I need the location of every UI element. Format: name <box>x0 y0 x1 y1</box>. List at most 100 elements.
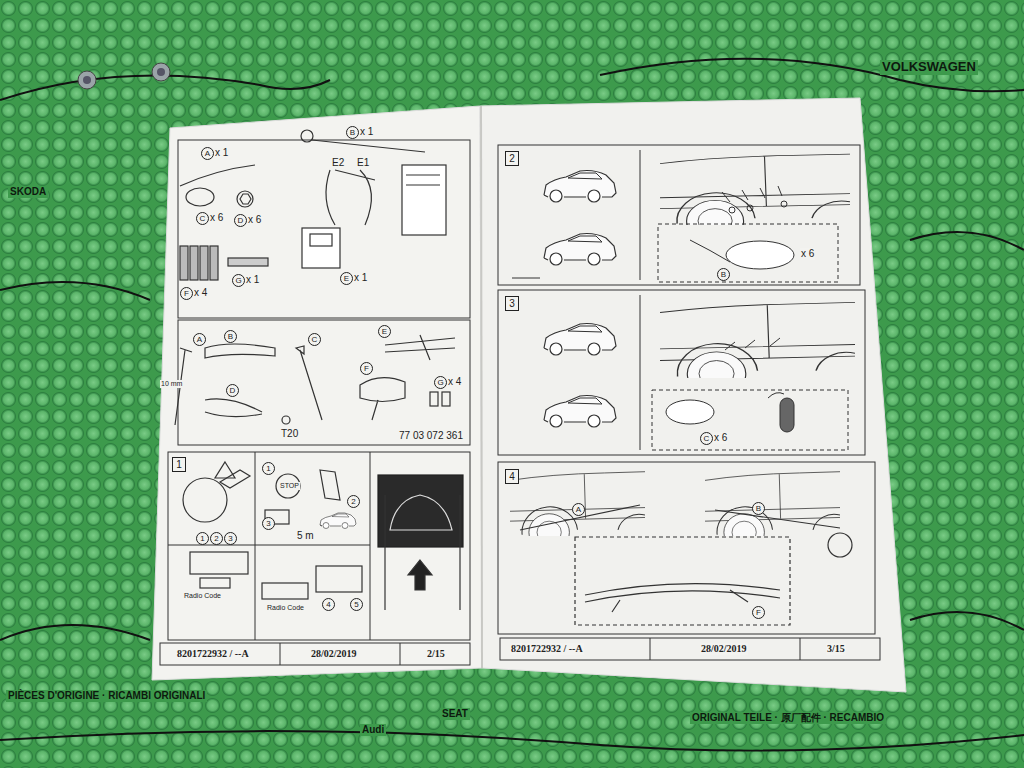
line-art <box>312 140 425 152</box>
paper-sheet <box>152 98 906 692</box>
line-art <box>910 612 1024 630</box>
line-art <box>262 583 308 599</box>
line-art <box>910 232 1024 250</box>
line-art <box>78 71 96 89</box>
line-art <box>320 470 340 500</box>
line-art <box>828 533 852 557</box>
callout-letter: C <box>308 333 321 346</box>
callout-letter: F <box>752 606 765 619</box>
line-art <box>498 290 865 455</box>
callout-letter: B <box>224 330 237 343</box>
part-number: 77 03 072 361 <box>398 430 464 442</box>
line-art <box>320 513 356 529</box>
callout-letter: F <box>360 362 373 375</box>
watermark: ORIGINAL TEILE · 原厂配件 · RECAMBIO <box>690 712 886 724</box>
line-art <box>152 63 170 81</box>
callout-letter: A <box>572 503 585 516</box>
line-art <box>180 246 188 280</box>
line-art <box>715 510 840 528</box>
line-art <box>768 393 784 398</box>
line-art <box>666 400 714 424</box>
line-art <box>781 201 787 207</box>
line-art <box>481 106 482 668</box>
line-art <box>160 643 470 665</box>
kit-parts <box>180 130 446 280</box>
line-art <box>575 537 790 625</box>
line-art <box>658 224 838 282</box>
loose-nuts <box>78 63 170 89</box>
step-number: 4 <box>505 469 519 484</box>
callout-number: 1 <box>196 532 209 545</box>
line-art <box>498 145 860 285</box>
callout-number: 3 <box>224 532 237 545</box>
line-art <box>500 638 880 660</box>
line-art <box>459 495 460 610</box>
step-4-art <box>510 472 852 625</box>
line-art <box>228 258 268 266</box>
quantity: x 1 <box>353 272 368 284</box>
line-art <box>729 207 735 213</box>
radio-code-note: Radio Code <box>183 592 222 600</box>
line-art <box>640 150 641 280</box>
line-art <box>384 495 385 610</box>
connector-name: E1 <box>356 157 370 169</box>
callout-number: 3 <box>262 517 275 530</box>
line-art <box>800 638 801 660</box>
line-art <box>385 335 455 360</box>
radio-code-note: Radio Code <box>266 604 305 612</box>
line-art <box>780 398 794 432</box>
step-1-art <box>183 462 463 610</box>
line-art <box>544 234 616 266</box>
callout-letter: A <box>193 333 206 346</box>
line-art <box>301 130 313 142</box>
line-art <box>183 478 227 522</box>
quantity: x 1 <box>245 274 260 286</box>
line-art <box>360 378 405 420</box>
callout-letter: G <box>434 376 447 389</box>
callout-number: 2 <box>347 495 360 508</box>
line-art <box>408 560 432 590</box>
line-art <box>178 140 470 318</box>
callout-number: 4 <box>322 598 335 611</box>
line-art <box>178 320 470 445</box>
line-art <box>237 191 253 207</box>
line-art <box>190 246 198 280</box>
callout-letter: E <box>378 325 391 338</box>
line-art <box>722 186 782 202</box>
line-art <box>316 566 362 592</box>
panel-frames <box>160 140 880 665</box>
line-art <box>200 578 230 588</box>
line-art <box>747 205 753 211</box>
quantity: x 6 <box>800 248 815 260</box>
line-art <box>660 154 850 241</box>
callout-number: 1 <box>262 462 275 475</box>
watermark: SKODA <box>8 186 48 198</box>
line-art <box>205 399 262 417</box>
line-art <box>400 643 401 665</box>
callout-letter: C <box>700 432 713 445</box>
line-art <box>370 452 371 640</box>
line-art <box>544 171 616 203</box>
line-art <box>215 462 235 478</box>
line-art <box>705 472 840 551</box>
document-number: 8201722932 / --A <box>176 648 250 660</box>
line-art <box>310 234 332 246</box>
quantity: x 6 <box>247 214 262 226</box>
callout-letter: B <box>752 502 765 515</box>
watermark: PIÈCES D'ORIGINE · RICAMBI ORIGINALI <box>6 690 207 702</box>
line-art <box>190 552 248 574</box>
line-art <box>282 416 290 424</box>
page-number: 3/15 <box>826 643 846 655</box>
line-art <box>210 246 218 280</box>
line-art <box>200 246 208 280</box>
quantity: x 4 <box>447 376 462 388</box>
callout-letter: G <box>232 274 245 287</box>
line-art <box>326 170 375 225</box>
step-number: 2 <box>505 151 519 166</box>
line-art <box>180 165 255 186</box>
line-art <box>512 278 540 279</box>
callout-letter: C <box>196 212 209 225</box>
line-art <box>430 392 438 406</box>
line-art <box>652 338 848 450</box>
